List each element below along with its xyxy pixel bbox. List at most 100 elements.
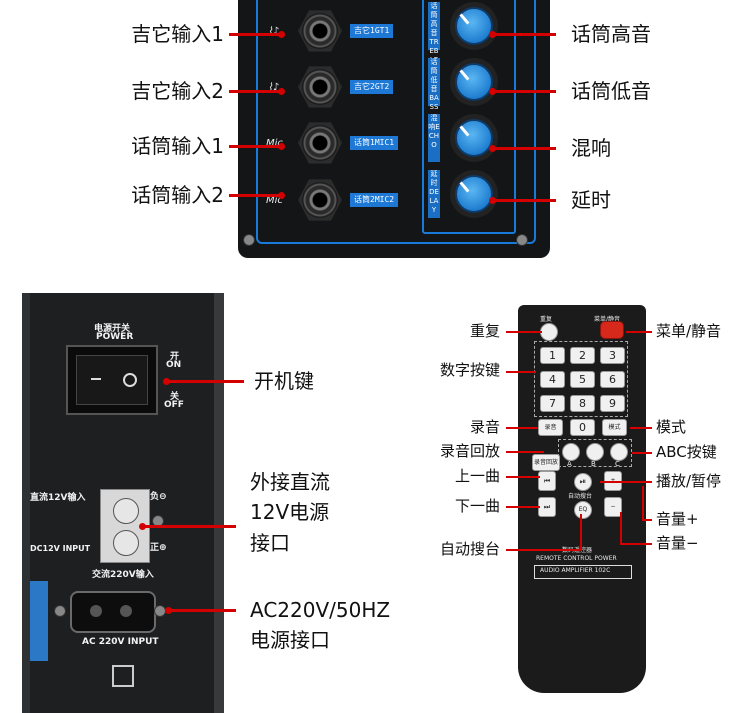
knob-pointer [459,181,470,193]
callout-line [626,331,652,333]
mode-button[interactable]: 模式 [602,419,627,436]
switch-off-en: OFF [164,400,184,410]
callout-guitar-input-1: 吉它输入1 [131,22,224,46]
num-button-4[interactable]: 4 [540,371,565,388]
dc-neg-label: 负⊖ [150,492,167,502]
num-button-9[interactable]: 9 [600,395,625,412]
num-button-0[interactable]: 0 [570,419,595,436]
abc-label-a: A [567,460,572,468]
power-switch-title-cn: 电源开关 [94,324,131,334]
switch-on-mark [123,373,137,387]
callout-line [229,194,281,197]
repeat-button[interactable] [540,323,558,341]
screw-icon [243,234,255,246]
callout-record-playback: 录音回放 [440,442,501,460]
dc-input-label-en: DC12V INPUT [30,544,91,553]
switch-on-en: ON [166,360,182,370]
callout-line [506,331,542,333]
abc-button-a[interactable] [562,443,580,461]
jack-badge-gt2: 吉它2GT2 [350,80,394,94]
vol-down-button[interactable]: − [604,497,622,517]
callout-vol-up: 音量+ [656,510,699,528]
callout-ac-line2: 电源接口 [250,628,330,652]
callout-ac-line1: AC220V/50HZ [250,598,391,622]
num-button-2[interactable]: 2 [570,347,595,364]
power-panel: 电源开关 POWER 开 ON 关 OFF 直流12V输入 DC12V INPU… [22,293,224,713]
ac-power-socket[interactable] [70,591,156,633]
callout-line [506,476,540,478]
callout-mic-bass: 话筒低音 [571,79,651,103]
guitar-input-2-jack[interactable] [302,69,338,105]
eq-auto-search-button[interactable]: EQ [574,501,592,519]
jack-badge-mic2: 话筒2MIC2 [350,193,399,207]
abc-button-b[interactable] [586,443,604,461]
callout-guitar-input-2: 吉它输入2 [131,79,224,103]
num-button-7[interactable]: 7 [540,395,565,412]
callout-record: 录音 [470,418,501,436]
callout-dot [278,31,285,38]
callout-line [229,33,281,36]
callout-dc-line3: 接口 [250,531,290,555]
callout-next-track: 下一曲 [455,497,501,515]
knob-tag-bass: 话筒低音 BASS [428,58,440,111]
delay-knob[interactable] [455,175,493,213]
callout-auto-search: 自动搜台 [440,540,501,558]
callout-line [142,525,236,528]
num-button-3[interactable]: 3 [600,347,625,364]
callout-play-pause: 播放/暂停 [656,472,722,490]
abc-button-c[interactable] [610,443,628,461]
num-button-6[interactable]: 6 [600,371,625,388]
jack-badge-gt1: 吉它1GT1 [350,24,394,38]
callout-echo: 混响 [571,136,611,160]
echo-knob[interactable] [455,119,493,157]
callout-line [506,451,544,453]
panel-side [22,293,30,713]
abc-label-c: C [615,460,620,468]
screw-icon [54,605,66,617]
remote-brand-en1: REMOTE CONTROL POWER [536,555,617,562]
play-pause-button[interactable]: ⏯ [574,473,592,491]
menu-mute-button[interactable] [600,321,624,339]
mic-input-1-jack[interactable] [302,125,338,161]
power-switch-rocker[interactable] [76,355,148,405]
mic-symbol: Mic [266,138,283,149]
dc-pos-label: 正⊕ [150,543,167,553]
switch-off-mark [91,378,101,380]
guitar-symbol-icon: ⌇♪ [268,82,280,93]
num-button-5[interactable]: 5 [570,371,595,388]
callout-line [632,452,652,454]
callout-repeat: 重复 [470,322,501,340]
panel-outline [256,0,536,244]
playback-button[interactable]: 录音回放 [532,454,560,471]
ac-pin [120,605,132,617]
knob-tag-delay: 延时DELAY [428,170,440,218]
dc-input-label-cn: 直流12V输入 [30,493,86,503]
callout-dc-line1: 外接直流 [250,470,330,494]
callout-number-keys: 数字按键 [440,361,501,379]
ac-input-label-cn: 交流220V输入 [92,570,154,580]
num-button-8[interactable]: 8 [570,395,595,412]
jack-badge-mic1: 话筒1MIC1 [350,136,399,150]
callout-mic-input-1: 话筒输入1 [131,134,224,158]
record-button[interactable]: 录音 [538,419,563,436]
prev-track-button[interactable]: ⏮ [538,471,556,491]
switch-off-cn: 关 [170,392,180,402]
callout-line [506,427,538,429]
callout-line [492,90,556,93]
treble-knob[interactable] [455,7,493,45]
callout-line [630,427,652,429]
power-switch[interactable] [66,345,158,415]
next-track-button[interactable]: ⏭ [538,497,556,517]
mic-input-2-jack[interactable] [302,182,338,218]
callout-line [492,33,556,36]
remote-brand-en2: AUDIO AMPLIFIER 102C [540,567,611,574]
num-button-1[interactable]: 1 [540,347,565,364]
bass-knob[interactable] [455,63,493,101]
knob-pointer [459,125,470,137]
callout-dot [278,143,285,150]
callout-line [229,90,281,93]
ac-pin [90,605,102,617]
callout-abc-keys: ABC按键 [656,443,717,461]
callout-line [506,371,536,373]
guitar-input-1-jack[interactable] [302,13,338,49]
